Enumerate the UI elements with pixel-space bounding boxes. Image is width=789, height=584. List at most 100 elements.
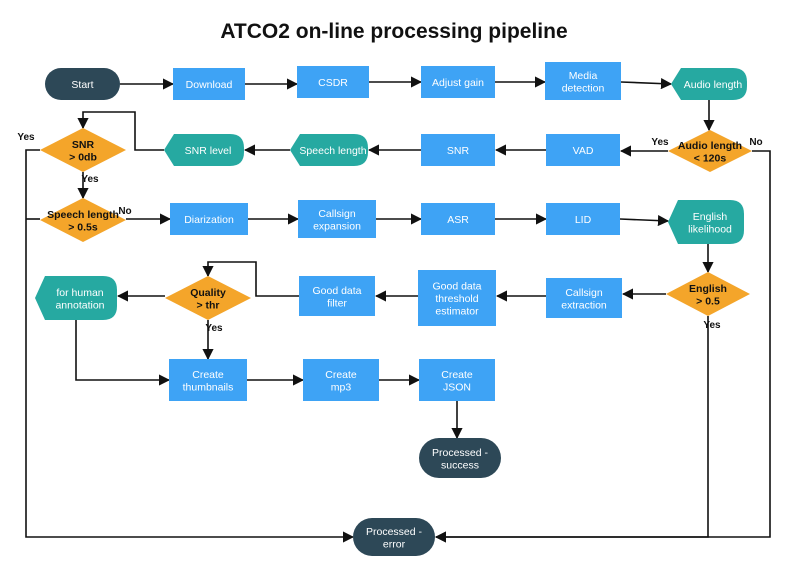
- node-audio-length-label: Audio length: [684, 79, 743, 91]
- node-good-data-filter-shape: [299, 276, 375, 316]
- node-speech-length: Speech length: [290, 134, 368, 166]
- node-create-mp3-shape: [303, 359, 379, 401]
- node-start-shape: [45, 68, 120, 100]
- edge-threshold-estimator-to-good-data-filter: [202, 261, 299, 297]
- node-audio-length-check-label: < 120s: [694, 152, 727, 164]
- node-callsign-extraction-label: Callsign: [565, 287, 603, 299]
- edge-snr-level-to-snr-check: [77, 111, 164, 151]
- node-english-likelihood-label: likelihood: [688, 223, 732, 235]
- node-processed-success: Processed -success: [419, 438, 501, 478]
- node-download-shape: [173, 68, 245, 100]
- diagram-title: ATCO2 on-line processing pipeline: [220, 20, 567, 43]
- node-english-likelihood-shape: [668, 200, 744, 244]
- node-asr-shape: [421, 203, 495, 235]
- node-snr-check: SNR> 0db: [40, 128, 126, 172]
- edge-audio-length-check-to-processed-error-label: No: [749, 137, 762, 148]
- node-diarization-shape: [170, 203, 248, 235]
- edge-snr-check-to-speech-length-check-label: Yes: [81, 174, 99, 185]
- edge-speech-length-check-to-diarization: [25, 149, 355, 543]
- node-create-json-label: Create: [441, 369, 473, 381]
- node-processed-success-label: Processed -: [432, 447, 489, 459]
- node-create-thumbnails-label: Create: [192, 369, 224, 381]
- node-audio-length-check-shape: [668, 130, 752, 172]
- node-english-likelihood-label: English: [693, 211, 728, 223]
- node-quality-check-label: Quality: [190, 287, 226, 299]
- node-audio-length-shape: [671, 68, 747, 100]
- node-processed-error-shape: [353, 518, 435, 556]
- node-audio-length: Audio length: [671, 68, 747, 100]
- node-quality-check-shape: [165, 276, 251, 320]
- edges-layer: [25, 76, 771, 543]
- node-csdr-label: CSDR: [318, 77, 348, 89]
- node-lid-label: LID: [575, 214, 592, 226]
- node-diarization: Diarization: [170, 203, 248, 235]
- node-media-detection-label: detection: [562, 82, 605, 94]
- node-processed-error: Processed -error: [353, 518, 435, 556]
- node-speech-length-check-shape: [40, 198, 126, 242]
- node-download: Download: [173, 68, 245, 100]
- node-snr-label: SNR: [447, 145, 470, 157]
- node-snr-check-shape: [40, 128, 126, 172]
- node-snr-shape: [421, 134, 495, 166]
- node-asr-label: ASR: [447, 214, 469, 226]
- node-speech-length-check-label: Speech length: [47, 209, 119, 221]
- node-speech-length-check: Speech length> 0.5s: [40, 198, 126, 242]
- node-create-json-label: JSON: [443, 381, 471, 393]
- node-human-annotation-shape: [35, 276, 117, 320]
- node-callsign-expansion-label: expansion: [313, 220, 361, 232]
- node-snr-check-label: > 0db: [69, 151, 97, 163]
- node-asr: ASR: [421, 203, 495, 235]
- node-download-label: Download: [186, 79, 233, 91]
- node-snr-level: SNR level: [164, 134, 244, 166]
- node-start-label: Start: [71, 79, 93, 91]
- edge-english-check-to-callsign-extraction: [434, 316, 709, 543]
- node-quality-check-label: > thr: [196, 299, 219, 311]
- node-adjust-gain-shape: [421, 66, 495, 98]
- node-create-thumbnails-label: thumbnails: [183, 381, 234, 393]
- node-snr-level-shape: [164, 134, 244, 166]
- edge-audio-length-check-to-vad-label: Yes: [651, 137, 669, 148]
- nodes-layer: Start Download CSDR Adjust gain Mediadetecti…: [35, 62, 752, 556]
- node-snr: SNR: [421, 134, 495, 166]
- node-threshold-estimator-label: threshold: [435, 293, 478, 305]
- node-vad-shape: [546, 134, 620, 166]
- node-create-json-shape: [419, 359, 495, 401]
- node-processed-error-label: Processed -: [366, 526, 423, 538]
- node-english-check: English> 0.5: [666, 272, 750, 316]
- node-english-check-label: > 0.5: [696, 295, 720, 307]
- edge-snr-check-to-processed-error-label: No: [118, 206, 131, 217]
- node-csdr-shape: [297, 66, 369, 98]
- node-callsign-extraction-shape: [546, 278, 622, 318]
- node-quality-check: Quality> thr: [165, 276, 251, 320]
- node-snr-check-label: SNR: [72, 139, 95, 151]
- edge-asr-to-lid: [619, 214, 670, 227]
- node-speech-length-shape: [290, 134, 368, 166]
- node-callsign-expansion-shape: [298, 200, 376, 238]
- node-lid: LID: [546, 203, 620, 235]
- node-create-thumbnails-shape: [169, 359, 247, 401]
- node-human-annotation-label: annotation: [55, 299, 104, 311]
- node-good-data-filter-label: Good data: [312, 285, 361, 297]
- edge-speech-length-check-to-diarization-label: Yes: [17, 132, 35, 143]
- node-create-mp3-label: mp3: [331, 381, 352, 393]
- node-adjust-gain: Adjust gain: [421, 66, 495, 98]
- node-speech-length-label: Speech length: [299, 145, 366, 157]
- node-human-annotation-label: for human: [56, 287, 103, 299]
- node-audio-length-check: Audio length< 120s: [668, 130, 752, 172]
- edge-english-check-to-callsign-extraction-label: Yes: [703, 320, 721, 331]
- node-csdr: CSDR: [297, 66, 369, 98]
- node-media-detection-label: Media: [569, 70, 598, 82]
- edge-quality-check-to-create-thumbnails: [75, 320, 171, 386]
- edge-quality-check-to-human-annotation-label: Yes: [205, 323, 223, 334]
